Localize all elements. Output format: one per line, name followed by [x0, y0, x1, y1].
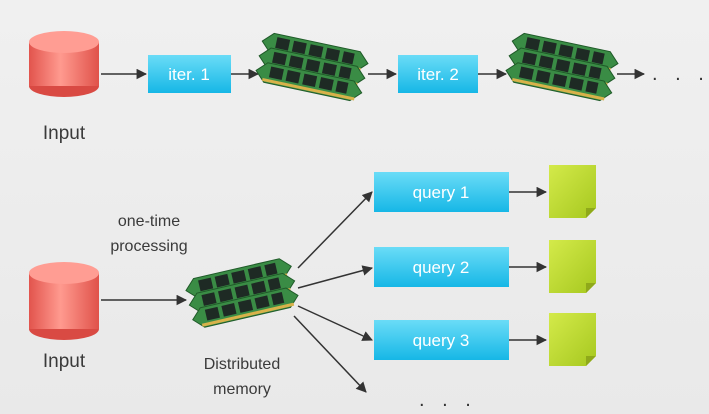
query1-label: query 1 [413, 183, 470, 202]
query2-label: query 2 [413, 258, 470, 277]
processing-label-line2: processing [110, 238, 187, 255]
result2-box [549, 240, 596, 293]
memory-label-line1: Distributed [204, 356, 280, 373]
iter2-box: iter. 2 [398, 55, 478, 93]
memory-stack-1 [254, 31, 370, 102]
result1-box [549, 165, 596, 218]
memory-label-line2: memory [213, 381, 271, 398]
top-ellipsis: . . . [652, 63, 709, 85]
input-label-top: Input [43, 123, 86, 144]
query2-box: query 2 [374, 247, 509, 287]
iter1-box: iter. 1 [148, 55, 231, 93]
query3-label: query 3 [413, 331, 470, 350]
query3-box: query 3 [374, 320, 509, 360]
arrow-memory-to-more [293, 315, 367, 393]
processing-label-line1: one-time [118, 213, 180, 230]
iter1-label: iter. 1 [168, 65, 210, 84]
bottom-ellipsis: . . . [419, 389, 477, 411]
input-label-bottom: Input [43, 351, 86, 372]
input-cylinder-bottom [29, 262, 99, 340]
memory-stack-2 [504, 31, 620, 102]
arrow-memory-to-query3 [297, 305, 373, 341]
query1-box: query 1 [374, 172, 509, 212]
arrow-memory-to-query2 [297, 265, 374, 289]
result3-box [549, 313, 596, 366]
memory-stack-distributed [184, 256, 300, 329]
input-cylinder-top [29, 31, 99, 97]
iter2-label: iter. 2 [417, 65, 459, 84]
arrow-memory-to-query1 [297, 191, 373, 269]
